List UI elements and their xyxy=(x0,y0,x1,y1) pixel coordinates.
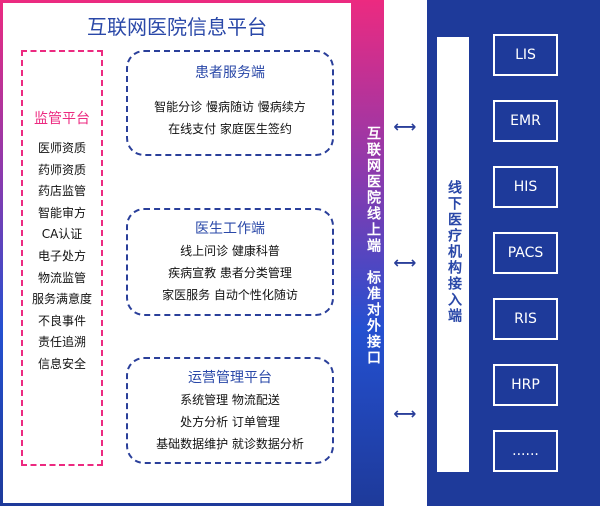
supervision-item: 不良事件 xyxy=(37,313,86,328)
system-box-more: ...... xyxy=(493,430,558,472)
doctor-line: 疾病宣教 患者分类管理 xyxy=(168,266,292,280)
operations-platform-box: 运营管理平台 系统管理 物流配送 处方分析 订单管理 基础数据维护 就诊数据分析 xyxy=(126,357,334,464)
patient-heading: 患者服务端 xyxy=(195,65,265,81)
supervision-item: 责任追溯 xyxy=(37,335,86,350)
supervision-item: 药师资质 xyxy=(37,162,86,177)
online-platform-frame: 互联网医院信息平台 监管平台 医师资质药师资质药店监管智能审方 CA认证电子处方物… xyxy=(0,0,384,506)
supervision-item: 药店监管 xyxy=(37,184,86,199)
doctor-heading: 医生工作端 xyxy=(195,221,265,237)
platform-panel: 互联网医院信息平台 监管平台 医师资质药师资质药店监管智能审方 CA认证电子处方物… xyxy=(3,3,351,503)
doctor-line: 家医服务 自动个性化随访 xyxy=(162,288,298,302)
supervision-item: 物流监管 xyxy=(37,270,86,285)
patient-line: 智能分诊 慢病随访 慢病续方 xyxy=(154,100,306,114)
doctor-line: 线上问诊 健康科普 xyxy=(180,244,280,258)
bidirectional-arrow-icon: ⟷ xyxy=(393,253,417,272)
ops-line: 系统管理 物流配送 xyxy=(180,393,280,407)
patient-service-box: 患者服务端 智能分诊 慢病随访 慢病续方 在线支付 家庭医生签约 xyxy=(126,50,334,156)
supervision-item: 智能审方 xyxy=(37,205,86,220)
supervision-item: 服务满意度 xyxy=(31,292,92,307)
doctor-workstation-box: 医生工作端 线上问诊 健康科普 疾病宣教 患者分类管理 家医服务 自动个性化随访 xyxy=(126,208,334,316)
offline-column-label: 线下医疗机构接入端 xyxy=(446,180,462,324)
supervision-item: 电子处方 xyxy=(37,248,86,263)
supervision-heading: 监管平台 xyxy=(34,111,90,127)
system-box-ris: RIS xyxy=(493,298,558,340)
system-box-emr: EMR xyxy=(493,100,558,142)
system-box-his: HIS xyxy=(493,166,558,208)
page-title: 互联网医院信息平台 xyxy=(87,15,267,39)
bidirectional-arrow-icon: ⟷ xyxy=(393,117,417,136)
system-box-hrp: HRP xyxy=(493,364,558,406)
ops-heading: 运营管理平台 xyxy=(188,370,272,386)
supervision-item: CA认证 xyxy=(41,227,83,242)
bidirectional-arrow-icon: ⟷ xyxy=(393,404,417,423)
supervision-item: 信息安全 xyxy=(37,356,86,371)
supervision-platform: 监管平台 医师资质药师资质药店监管智能审方 CA认证电子处方物流监管服务满意度不良… xyxy=(21,50,103,466)
offline-institution-panel: 线下医疗机构接入端 LIS EMR HIS PACS RIS HRP...... xyxy=(427,0,600,506)
offline-column: 线下医疗机构接入端 xyxy=(437,37,469,472)
ops-line: 处方分析 订单管理 xyxy=(180,415,280,429)
patient-line: 在线支付 家庭医生签约 xyxy=(168,122,292,136)
ops-line: 基础数据维护 就诊数据分析 xyxy=(156,437,304,451)
system-box-lis: LIS xyxy=(493,34,558,76)
interface-bar: 互联网医院线上端 标准对外接口 xyxy=(352,0,382,506)
supervision-item: 医师资质 xyxy=(37,141,86,155)
system-box-pacs: PACS xyxy=(493,232,558,274)
interface-bar-label: 互联网医院线上端 标准对外接口 xyxy=(365,126,381,366)
